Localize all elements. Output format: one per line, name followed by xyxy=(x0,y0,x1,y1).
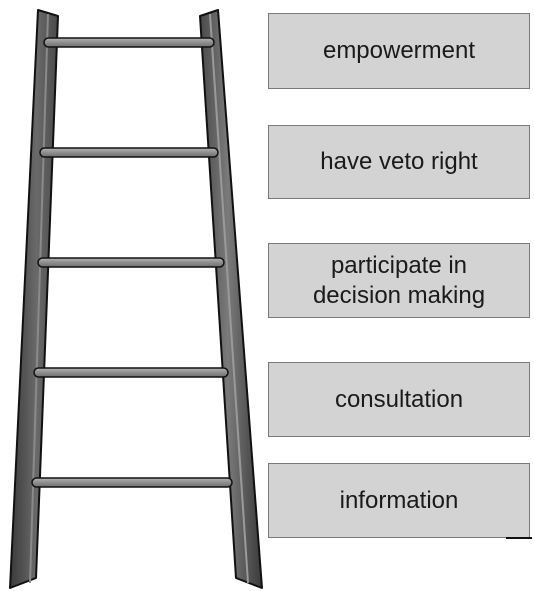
ladder-right-rail xyxy=(199,9,263,589)
ladder-rungs xyxy=(31,37,233,488)
level-veto-right-box: have veto right xyxy=(268,125,530,199)
ladder-illustration xyxy=(9,9,263,589)
level-empowerment-box: empowerment xyxy=(268,13,530,89)
ladder-rung xyxy=(33,367,229,378)
ladder-rung xyxy=(37,257,225,268)
level-label: have veto right xyxy=(320,148,478,175)
divider xyxy=(506,537,532,539)
ladder-rung xyxy=(31,477,233,488)
ladder-rung xyxy=(43,37,215,48)
level-information-box: information xyxy=(268,463,530,538)
level-label: consultation xyxy=(334,385,464,413)
level-consultation-box: consultation xyxy=(268,362,530,437)
level-decision-making-box: participate in decision making xyxy=(268,243,530,318)
level-label: information xyxy=(339,486,459,514)
ladder-left-rail xyxy=(9,9,59,589)
level-label: empowerment xyxy=(322,37,476,64)
ladder-rung xyxy=(39,147,219,158)
level-label: participate in decision making xyxy=(312,251,486,309)
